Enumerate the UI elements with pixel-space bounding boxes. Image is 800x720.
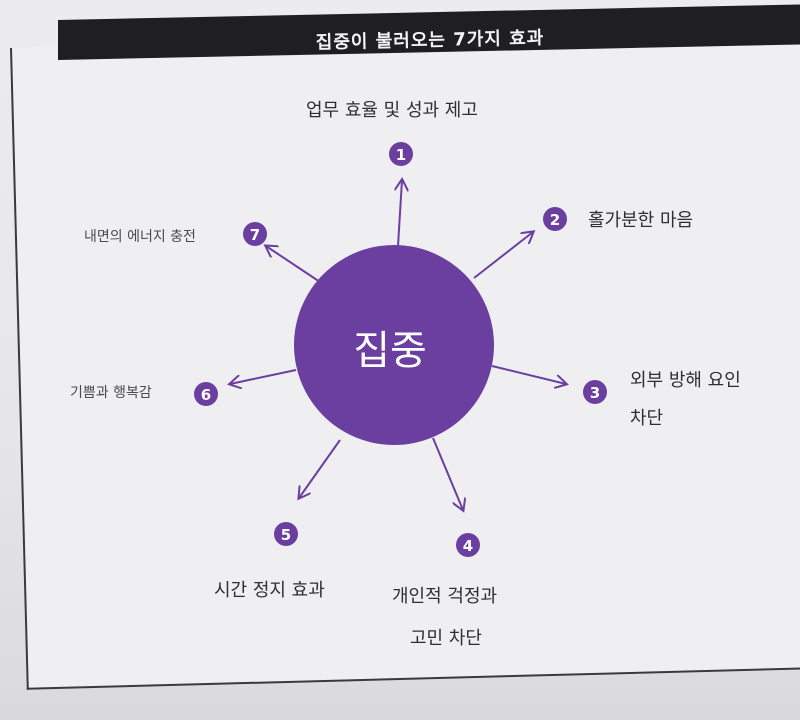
effect-4-label-line1: 개인적 걱정과 — [392, 586, 498, 607]
arrow-6 — [230, 369, 297, 384]
arrow-1 — [398, 180, 402, 247]
svg-text:4: 4 — [463, 537, 473, 555]
effect-1-label: 업무 효율 및 성과 제고 — [306, 100, 478, 121]
arrow-3 — [491, 365, 566, 384]
effect-5-label: 시간 정지 효과 — [214, 580, 325, 601]
effect-3-label-line2: 차단 — [630, 408, 664, 429]
effect-4-label-line2: 고민 차단 — [410, 628, 482, 649]
svg-text:3: 3 — [590, 384, 600, 402]
center-label: 집중 — [353, 328, 427, 374]
effect-3-label-line1: 외부 방해 요인 — [630, 370, 741, 391]
arrow-7 — [266, 246, 321, 283]
effect-2-label: 홀가분한 마음 — [588, 210, 694, 231]
badge-6: 6 — [194, 382, 218, 406]
svg-text:1: 1 — [396, 146, 406, 164]
arrow-5 — [299, 439, 341, 498]
center-circle — [294, 245, 494, 445]
svg-text:7: 7 — [250, 226, 260, 244]
effect-6-label: 기쁨과 행복감 — [70, 385, 152, 401]
svg-text:6: 6 — [201, 386, 211, 404]
badge-3: 3 — [583, 380, 607, 404]
arrow-4 — [432, 437, 463, 510]
svg-text:2: 2 — [550, 211, 560, 229]
arrow-2 — [473, 232, 533, 279]
badge-2: 2 — [543, 207, 567, 231]
badge-4: 4 — [456, 533, 480, 557]
badge-1: 1 — [389, 142, 413, 166]
effect-7-label: 내면의 에너지 충전 — [84, 229, 196, 245]
badge-7: 7 — [243, 222, 267, 246]
badge-5: 5 — [274, 522, 298, 546]
svg-text:5: 5 — [281, 526, 291, 544]
